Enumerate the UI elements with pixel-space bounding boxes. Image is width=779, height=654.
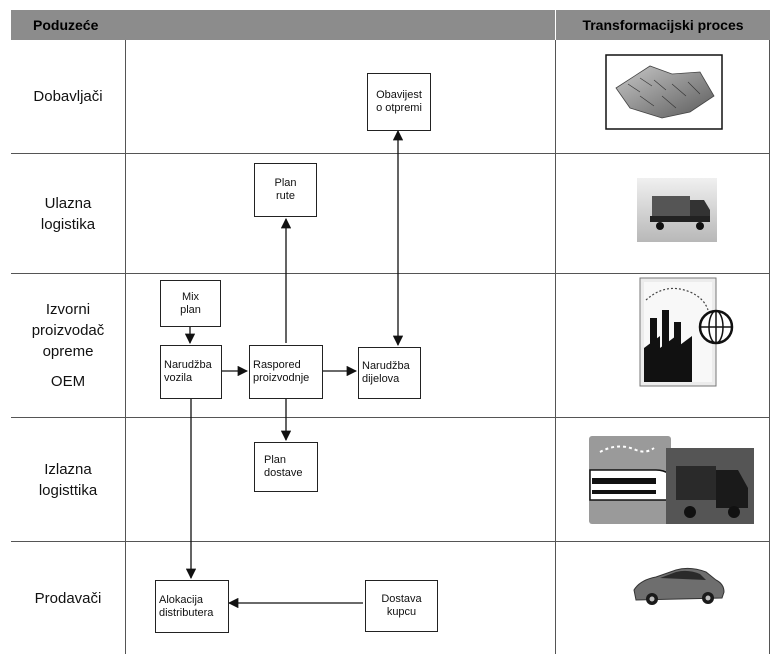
row-label-oem: Izvorni proizvodač opreme OEM	[31, 301, 105, 390]
connectors	[184, 129, 404, 609]
row-label-dealers: Prodavači	[34, 589, 102, 607]
gears-image	[605, 54, 723, 130]
header-transformation-process: Transformacijski proces	[556, 10, 770, 40]
header-company: Poduzeće	[11, 10, 555, 40]
train-truck-image	[589, 436, 754, 524]
row-label-suppliers: Dobavljači	[33, 88, 103, 105]
table-grid	[11, 40, 770, 654]
car-image	[633, 567, 725, 605]
factory-globe-image	[639, 277, 734, 387]
truck-image	[637, 178, 717, 242]
